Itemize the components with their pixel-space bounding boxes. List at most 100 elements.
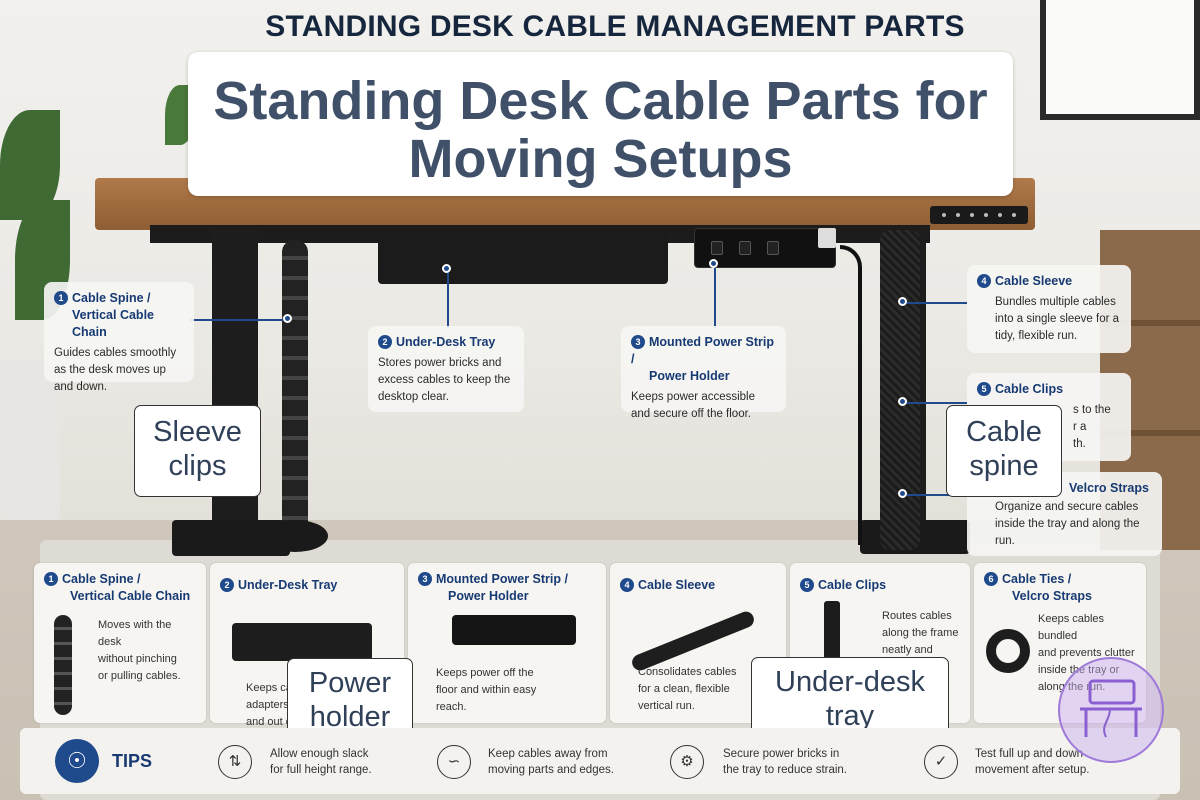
callout-number-3: 3 — [631, 335, 645, 349]
card-title: Cable Ties / — [1002, 572, 1072, 586]
card-title: Mounted Power Strip / — [436, 572, 568, 586]
card-number-3: 3 — [418, 572, 432, 586]
title-line-2: Moving Setups — [408, 129, 793, 189]
cable-clip-icon — [824, 601, 840, 661]
card-body-line-2: along the frame — [882, 627, 959, 639]
watermark-logo — [1058, 657, 1164, 763]
card-title: Under-Desk Tray — [238, 578, 338, 592]
connector-line-3 — [714, 265, 716, 328]
callout-cable-sleeve: 4 Cable Sleeve Bundles multiple cables in… — [967, 265, 1131, 353]
tip-3-line-2: the tray to reduce strain. — [723, 764, 848, 776]
arrows-updown-icon: ⇅ — [218, 745, 252, 779]
card-body-line-3: vertical run. — [638, 700, 695, 712]
callout-number-2: 2 — [378, 335, 392, 349]
tip-2-line-1: Keep cables away from — [488, 748, 608, 760]
callout-under-desk-tray: 2 Under-Desk Tray Stores power bricks and… — [368, 326, 524, 412]
tray-icon — [232, 623, 372, 661]
card-number-1: 1 — [44, 572, 58, 586]
callout-body-line-2: r a — [1073, 421, 1087, 433]
title-line-1: Standing Desk Cable Parts for — [213, 71, 988, 131]
callout-velcro-straps: Velcro Straps Organize and secure cables… — [967, 472, 1162, 556]
card-body-line-2: and prevents clutter — [1038, 647, 1135, 659]
overlay-line-2: tray — [825, 700, 875, 732]
callout-body: Organize and secure cables inside the tr… — [995, 501, 1140, 547]
pin-2 — [442, 264, 451, 273]
tip-3: Secure power bricks in the tray to reduc… — [723, 746, 847, 778]
callout-body: Bundles multiple cables into a single sl… — [995, 296, 1120, 342]
power-cable — [840, 245, 862, 545]
pin-3 — [709, 259, 718, 268]
callout-title: Cable Spine / — [72, 291, 151, 305]
title-box: Standing Desk Cable Parts for Moving Set… — [188, 52, 1013, 196]
tips-label: TIPS — [112, 751, 153, 771]
overlay-line-1: Power — [308, 667, 392, 699]
tip-1: Allow enough slack for full height range… — [270, 746, 372, 778]
card-body-line-2: without pinching — [98, 653, 177, 665]
cable-curve-icon: ∽ — [437, 745, 471, 779]
tip-4-line-1: Test full up and down — [975, 748, 1084, 760]
tip-2: Keep cables away from moving parts and e… — [488, 746, 614, 778]
overlay-line-2: clips — [168, 450, 227, 482]
tip-3-line-1: Secure power bricks in — [723, 748, 840, 760]
card-body-line-3: or pulling cables. — [98, 670, 181, 682]
card-number-2: 2 — [220, 578, 234, 592]
desk-controller — [930, 206, 1028, 224]
overlay-line-2: spine — [969, 450, 1039, 482]
callout-title: Under-Desk Tray — [396, 335, 496, 349]
card-number-6: 6 — [984, 572, 998, 586]
connector-line-6 — [905, 494, 967, 496]
callout-body-line-1: s to the — [1073, 404, 1111, 416]
lightbulb-icon: ☉ — [55, 739, 99, 783]
wall-picture-frame — [1040, 0, 1200, 120]
tip-2-line-2: moving parts and edges. — [488, 764, 614, 776]
card-number-5: 5 — [800, 578, 814, 592]
tip-4-line-2: movement after setup. — [975, 764, 1090, 776]
callout-body: Stores power bricks and excess cables to… — [378, 357, 511, 403]
overlay-line-1: Under-desk — [775, 666, 925, 698]
card-body-line-2: for a clean, flexible — [638, 683, 730, 695]
connector-line-5 — [905, 402, 967, 404]
checkmark-icon: ✓ — [924, 745, 958, 779]
card-body-line-3: and out o — [246, 716, 292, 728]
page-header: STANDING DESK CABLE MANAGEMENT PARTS — [265, 10, 965, 43]
callout-number-4: 4 — [977, 274, 991, 288]
card-title-line-2: Vertical Cable Chain — [70, 589, 191, 603]
callout-title: Cable Sleeve — [995, 274, 1073, 288]
callout-title-line-2: Power Holder — [649, 369, 730, 383]
card-number-4: 4 — [620, 578, 634, 592]
callout-title: Mounted Power Strip / — [631, 335, 774, 366]
overlay-sleeve-clips: Sleeve clips — [134, 405, 261, 497]
pin-4 — [898, 297, 907, 306]
callout-body-line-3: th. — [1073, 438, 1086, 450]
weight-icon: ⚙ — [670, 745, 704, 779]
callout-title: Velcro Straps — [1069, 481, 1149, 495]
tip-1-line-1: Allow enough slack — [270, 748, 369, 760]
tip-4: Test full up and down movement after set… — [975, 746, 1089, 778]
cable-sleeve-illustration — [880, 230, 920, 550]
power-strip-icon — [452, 615, 576, 645]
overlay-cable-spine: Cable spine — [946, 405, 1062, 497]
card-body-line-1: Routes cables — [882, 610, 952, 622]
callout-body: Guides cables smoothly as the desk moves… — [54, 347, 177, 393]
cable-chain-icon — [54, 615, 72, 715]
callout-number-5: 5 — [977, 382, 991, 396]
overlay-line-1: Cable — [966, 416, 1042, 448]
under-desk-tray-illustration — [378, 232, 668, 284]
overlay-line-1: Sleeve — [153, 416, 242, 448]
velcro-strap-icon — [986, 629, 1030, 673]
card-body-line-2: adapters — [246, 699, 289, 711]
card-title-line-2: Velcro Straps — [1012, 589, 1092, 603]
pin-5 — [898, 397, 907, 406]
card-body-line-1: Moves with the desk — [98, 619, 172, 648]
card-body-line-1: Keeps cables bundled — [1038, 613, 1105, 642]
card-body-line-1: Keeps power off the — [436, 667, 534, 679]
plant-pot — [0, 360, 60, 520]
callout-title: Cable Clips — [995, 382, 1064, 396]
callout-body: Keeps power accessible and secure off th… — [631, 391, 756, 420]
card-title: Cable Clips — [818, 578, 887, 592]
card-body-line-1: Keeps ca — [246, 682, 292, 694]
